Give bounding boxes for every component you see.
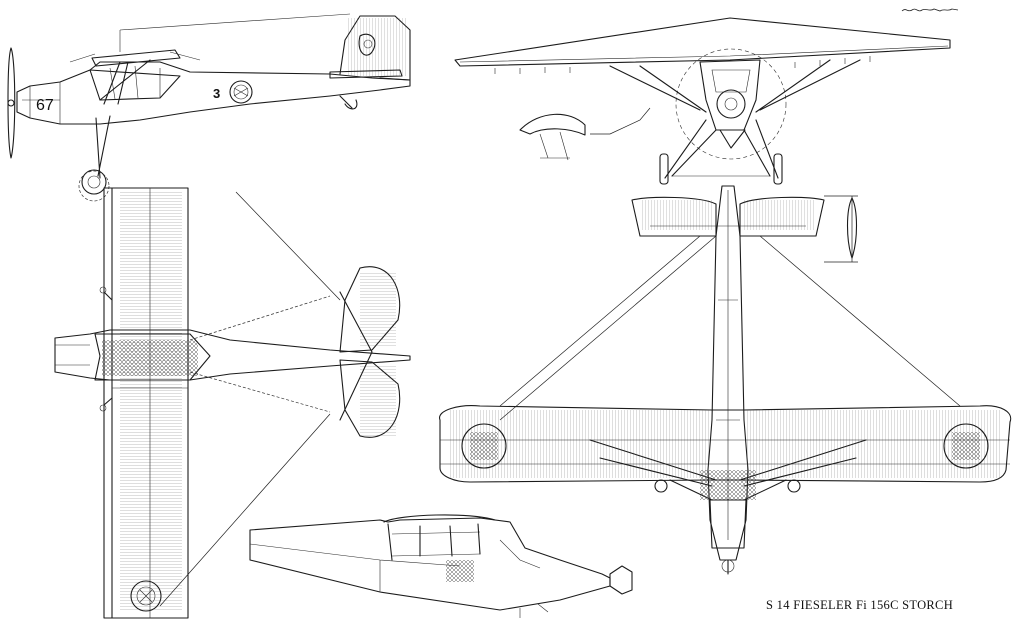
propeller-disc: [675, 48, 787, 160]
landing-gear-side: [95, 115, 111, 179]
artist-signature: [901, 8, 959, 12]
tailplane-plan: [339, 266, 401, 353]
cabin-glazing: [89, 69, 181, 101]
detail-inset: [519, 113, 586, 136]
fuselage-number: 3: [213, 86, 220, 101]
cabin-frame-hatch: [102, 340, 198, 376]
tail-left-plan: [631, 196, 717, 237]
fuselage-section: [249, 517, 611, 611]
roundel-wing-right: [943, 423, 989, 469]
tail-right-plan: [739, 196, 825, 237]
plan-view-right: [439, 185, 1012, 575]
fuselage-side: [16, 61, 411, 125]
fin-rudder: [339, 15, 411, 81]
flap-hinges: [494, 56, 871, 74]
engine-cowl-front: [716, 89, 746, 119]
plan-view-left: [54, 187, 411, 619]
spinner: [7, 99, 15, 107]
fuselage-plan: [54, 329, 411, 381]
nose-number: 67: [36, 97, 54, 114]
drawing-caption: S 14 FIESELER Fi 156C STORCH: [766, 598, 954, 612]
fuselage-front: [699, 59, 761, 131]
wing-struts: [99, 59, 151, 105]
propeller-blade: [7, 47, 16, 159]
front-view: [454, 17, 951, 185]
guide-lines: [159, 191, 961, 607]
wing-side: [91, 49, 181, 67]
side-view: 67 3: [7, 13, 411, 202]
engine-plan: [709, 499, 747, 549]
roundel-side: [229, 80, 253, 104]
wing-front: [454, 17, 951, 67]
landing-gear-front: [664, 119, 779, 179]
cabin-section-view: [249, 514, 633, 618]
cabin-frames: [387, 523, 481, 561]
wing-plan-right: [439, 405, 1012, 483]
engine-section: [609, 565, 633, 595]
main-wheel: [81, 169, 107, 195]
roundel-wing-left: [461, 423, 507, 469]
roundel-wing: [130, 580, 162, 612]
fuselage-plan-right: [707, 185, 749, 561]
